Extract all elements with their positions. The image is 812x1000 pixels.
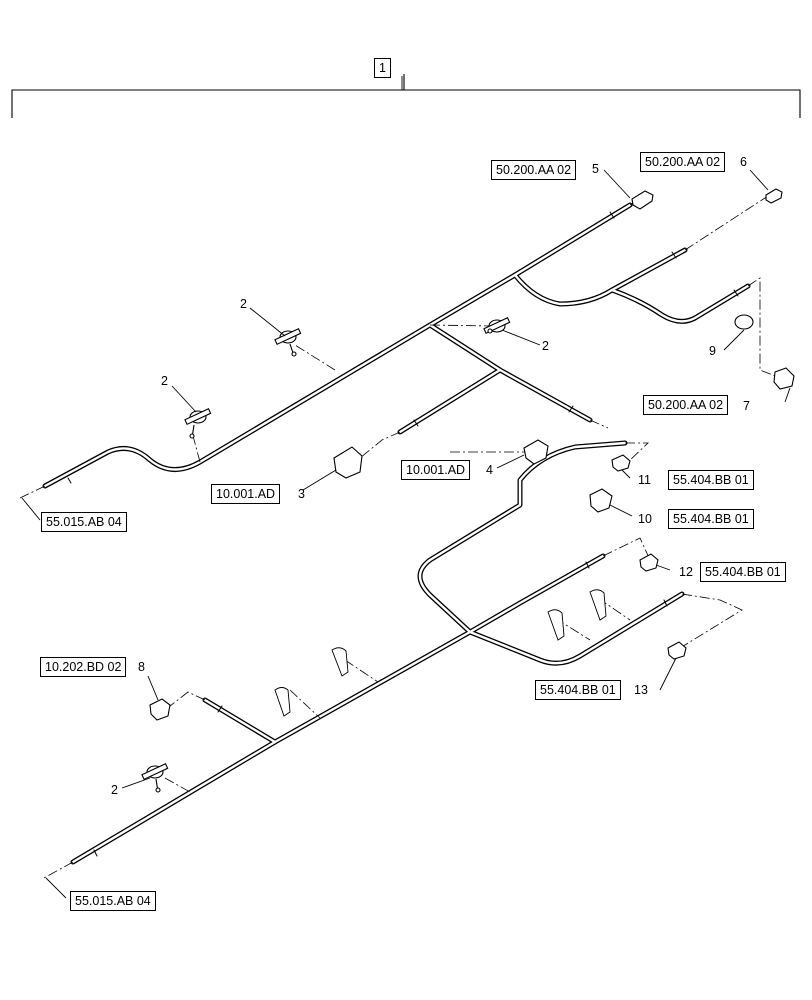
callout-2: 2 xyxy=(111,783,118,797)
callout-7: 7 xyxy=(743,399,750,413)
ref-label-7: 50.200.AA 02 xyxy=(643,395,729,415)
callout-9: 9 xyxy=(709,344,716,358)
ref-label-10: 55.404.BB 01 xyxy=(668,509,754,529)
callout-4: 4 xyxy=(486,463,493,477)
callout-5: 5 xyxy=(592,162,599,176)
callout-8: 8 xyxy=(138,660,145,674)
assembly-bracket xyxy=(11,74,801,118)
leader-lines xyxy=(21,76,791,899)
callout-11: 11 xyxy=(638,473,651,487)
lower-harness xyxy=(70,440,685,865)
callout-6: 6 xyxy=(740,155,747,169)
ref-label-lower-end: 55.015.AB 04 xyxy=(70,891,156,911)
cable-tie-icon xyxy=(274,589,607,717)
callout-13: 13 xyxy=(634,683,648,697)
upper-harness xyxy=(42,202,751,489)
ref-label-6: 50.200.AA 02 xyxy=(640,152,726,172)
ref-label-3: 10.001.AD xyxy=(211,484,281,504)
callout-2: 2 xyxy=(542,339,549,353)
ref-label-upper-end: 55.015.AB 04 xyxy=(41,512,127,532)
centerlines xyxy=(19,195,781,879)
ref-label-5: 50.200.AA 02 xyxy=(491,160,577,180)
connector-icon xyxy=(149,188,795,721)
callout-2: 2 xyxy=(240,297,247,311)
ref-label-11: 55.404.BB 01 xyxy=(668,470,754,490)
callout-12: 12 xyxy=(679,565,693,579)
callout-2: 2 xyxy=(161,374,168,388)
callout-10: 10 xyxy=(638,512,652,526)
ref-label-8: 10.202.BD 02 xyxy=(40,657,127,677)
callout-1-box: 1 xyxy=(374,58,391,78)
ref-label-12: 55.404.BB 01 xyxy=(700,562,786,582)
p-clamp-icon xyxy=(184,408,212,439)
ref-label-13: 55.404.BB 01 xyxy=(535,680,621,700)
callout-3: 3 xyxy=(298,487,305,501)
p-clamp-icon xyxy=(141,763,169,793)
ref-label-4: 10.001.AD xyxy=(401,460,471,480)
p-clamp-icon xyxy=(274,328,302,357)
p-clamp-icon xyxy=(483,317,511,335)
